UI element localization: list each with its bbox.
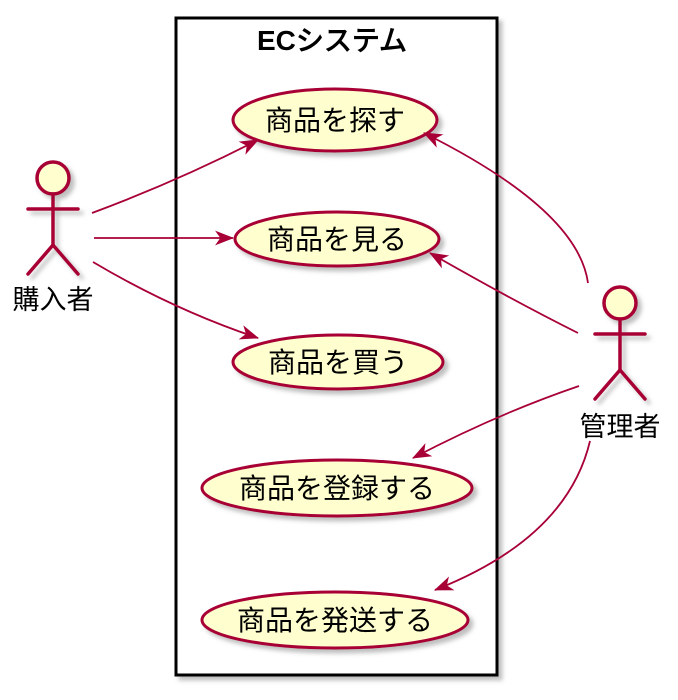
association-admin-to-register xyxy=(412,385,580,459)
actor-head xyxy=(602,285,638,321)
usecase-ellipse xyxy=(200,590,470,650)
association-admin-to-view xyxy=(429,252,579,334)
actor-buyer: 購入者 xyxy=(13,160,94,315)
actor-left-leg xyxy=(26,243,55,276)
association-buyer-to-search xyxy=(91,139,259,214)
usecase-label: 商品を買う xyxy=(268,347,408,378)
usecase-buy-products: 商品を買う xyxy=(231,333,445,391)
usecase-label: 商品を見る xyxy=(267,224,407,255)
usecase-ellipse xyxy=(231,87,439,153)
usecase-label: 商品を発送する xyxy=(237,605,433,636)
usecase-search-products: 商品を探す xyxy=(231,87,439,153)
actor-admin: 管理者 xyxy=(580,285,661,442)
usecase-ellipse xyxy=(233,210,441,268)
actor-figure xyxy=(593,285,647,401)
actor-label: 購入者 xyxy=(13,285,94,315)
actor-right-leg xyxy=(618,368,647,401)
usecase-register-products: 商品を登録する xyxy=(200,458,474,518)
actor-label: 管理者 xyxy=(580,412,661,442)
system-title: ECシステム xyxy=(257,25,407,56)
usecase-label: 商品を登録する xyxy=(239,473,435,504)
usecase-label: 商品を探す xyxy=(265,105,405,136)
association-admin-to-search xyxy=(423,132,589,284)
association-buyer-to-buy xyxy=(92,261,260,340)
usecase-ellipse xyxy=(200,458,474,518)
actor-head xyxy=(35,160,71,196)
usecase-ship-products: 商品を発送する xyxy=(200,590,470,650)
actor-left-leg xyxy=(593,368,622,401)
actor-figure xyxy=(26,160,80,276)
association-admin-to-ship xyxy=(434,440,591,591)
usecase-view-products: 商品を見る xyxy=(233,210,441,268)
usecase-ellipse xyxy=(231,333,445,391)
actor-right-leg xyxy=(51,243,80,276)
